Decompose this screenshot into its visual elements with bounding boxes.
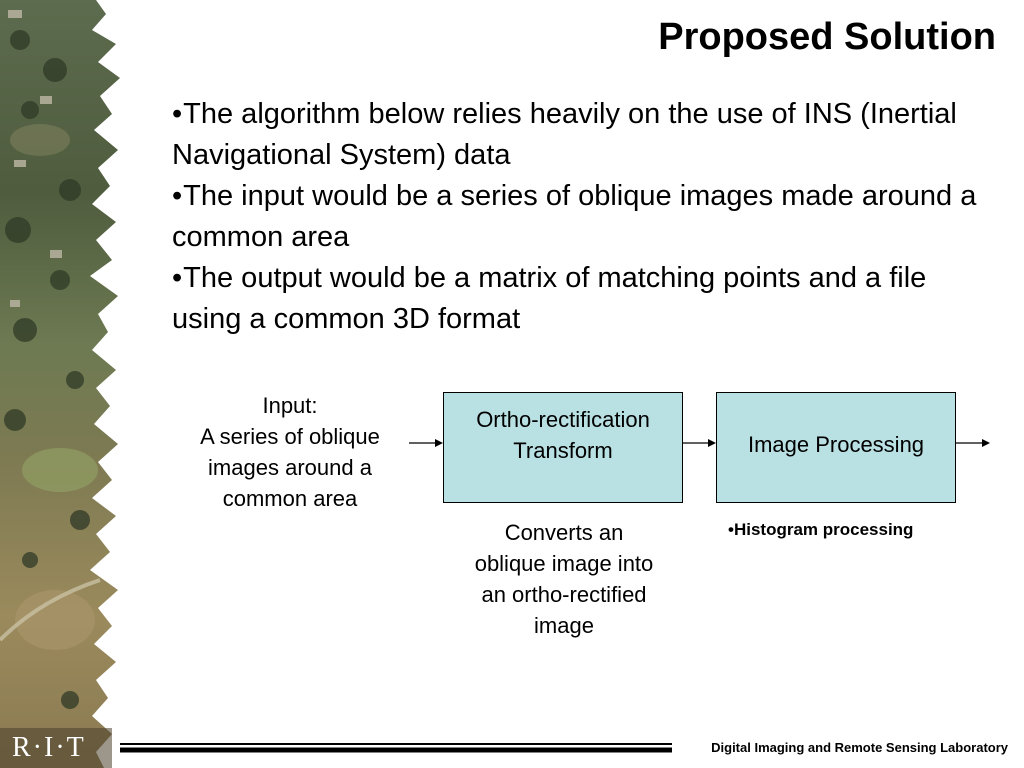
input-line: Input:: [262, 393, 318, 418]
note-line: oblique image into: [474, 551, 654, 576]
bullet-marker: •: [172, 180, 183, 212]
arrowhead: [708, 439, 716, 447]
footer-lab-name: Digital Imaging and Remote Sensing Labor…: [711, 740, 1008, 755]
box-label-line: Ortho-rectification: [476, 406, 650, 432]
image-processing-note: •Histogram processing: [728, 520, 914, 539]
bullet-item: •The input would be a series of oblique …: [172, 176, 1002, 258]
bullet-marker: •: [172, 98, 183, 130]
ortho-rectification-box: Ortho-rectification Transform: [443, 392, 683, 503]
input-line: common area: [222, 486, 358, 511]
input-line: images around a: [208, 455, 372, 480]
bullet-item: •The algorithm below relies heavily on t…: [172, 94, 1002, 176]
bullet-text: The algorithm below relies heavily on th…: [172, 98, 957, 171]
note-line: an ortho-rectified: [481, 582, 647, 607]
bullet-item: •The output would be a matrix of matchin…: [172, 258, 1002, 340]
note-line: image: [534, 613, 594, 638]
note-line: Converts an: [504, 520, 624, 545]
bullet-list: •The algorithm below relies heavily on t…: [172, 94, 1002, 340]
input-line: A series of oblique: [200, 424, 380, 449]
arrowhead: [435, 439, 443, 447]
input-description: Input: A series of oblique images around…: [178, 390, 402, 514]
ortho-rectification-note: Converts an oblique image into an ortho-…: [448, 517, 680, 641]
bullet-text: The input would be a series of oblique i…: [172, 180, 977, 253]
bullet-marker: •: [172, 262, 183, 294]
arrowhead: [982, 439, 990, 447]
box-label-line: Transform: [513, 437, 613, 463]
footer-rule: [120, 743, 672, 753]
image-processing-box: Image Processing: [716, 392, 956, 503]
aerial-photo-strip: [0, 0, 120, 768]
slide-title: Proposed Solution: [658, 16, 996, 58]
box-label: Image Processing: [747, 432, 925, 457]
bullet-text: The output would be a matrix of matching…: [172, 262, 927, 335]
rit-logo: R·I·T: [12, 732, 86, 763]
